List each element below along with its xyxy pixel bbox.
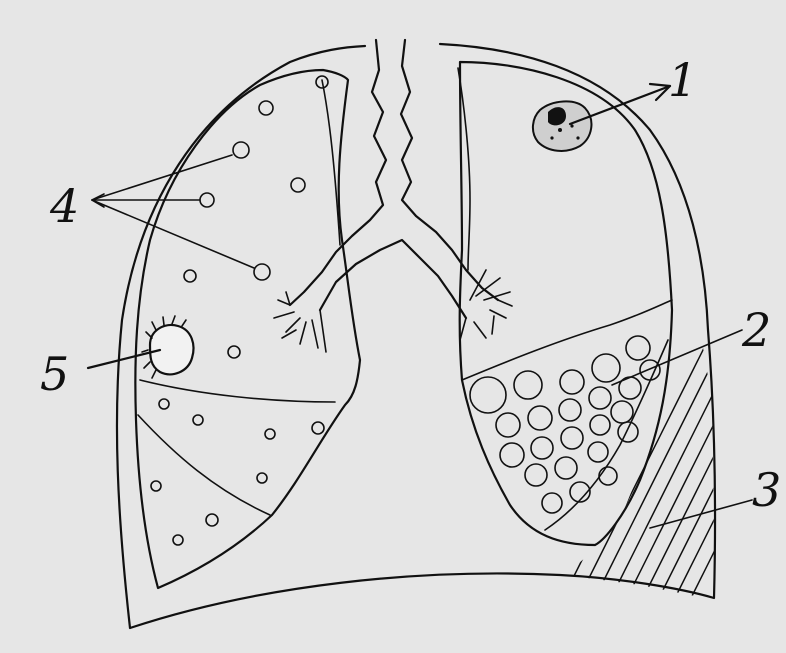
alveolus-circle — [592, 354, 620, 382]
label-4: 4 — [49, 179, 79, 233]
alveolus-circle — [640, 360, 660, 380]
alveolus-circle — [555, 457, 577, 479]
small-nodule — [291, 178, 305, 192]
alveolus-circle — [514, 371, 542, 399]
hatch-line — [552, 260, 732, 620]
left-bronchioles — [274, 292, 326, 352]
hatch-line — [568, 260, 748, 620]
alveolus-circle — [500, 443, 524, 467]
small-nodule — [265, 429, 275, 439]
alveolus-circle — [542, 493, 562, 513]
hatch-line — [536, 260, 716, 620]
nodule-lesion — [533, 101, 592, 151]
arrow-1 — [570, 86, 670, 124]
alveolus-circle — [626, 336, 650, 360]
consolidation-cluster — [470, 336, 660, 513]
right-bronchioles — [460, 270, 512, 340]
small-nodule — [257, 473, 267, 483]
alveolus-circle — [589, 387, 611, 409]
alveolus-circle — [525, 464, 547, 486]
carina — [320, 240, 466, 318]
small-nodule — [228, 346, 240, 358]
small-nodule — [259, 101, 273, 115]
alveolus-circle — [561, 427, 583, 449]
label-3: 3 — [752, 463, 781, 517]
small-nodule — [312, 422, 324, 434]
small-nodule — [233, 142, 249, 158]
alveolus-circle — [470, 377, 506, 413]
small-nodule — [173, 535, 183, 545]
cavity-lesion — [142, 316, 193, 378]
arrow-3 — [650, 500, 752, 528]
hatch-line — [520, 260, 700, 620]
small-nodule — [200, 193, 214, 207]
alveolus-circle — [590, 415, 610, 435]
small-nodule — [206, 514, 218, 526]
trachea-right — [401, 40, 498, 300]
label-5: 5 — [40, 347, 69, 401]
left-fissure-horizontal — [140, 380, 335, 402]
alveolus-circle — [611, 401, 633, 423]
small-nodule — [184, 270, 196, 282]
left-fissure-inner — [322, 80, 340, 245]
arrow-4c — [92, 200, 254, 268]
small-nodule — [151, 481, 161, 491]
small-nodule — [159, 399, 169, 409]
alveolus-circle — [496, 413, 520, 437]
alveolus-circle — [528, 406, 552, 430]
alveolus-circle — [588, 442, 608, 462]
alveolus-circle — [599, 467, 617, 485]
label-1: 1 — [668, 53, 697, 107]
alveolus-circle — [618, 422, 638, 442]
small-nodule — [193, 415, 203, 425]
alveolus-circle — [560, 370, 584, 394]
left-fissure-oblique — [138, 415, 270, 515]
alveolus-circle — [531, 437, 553, 459]
label-2: 2 — [741, 303, 771, 357]
small-nodule — [254, 264, 270, 280]
hatch-line — [584, 260, 764, 620]
arrow-5 — [88, 350, 160, 368]
alveolus-circle — [559, 399, 581, 421]
